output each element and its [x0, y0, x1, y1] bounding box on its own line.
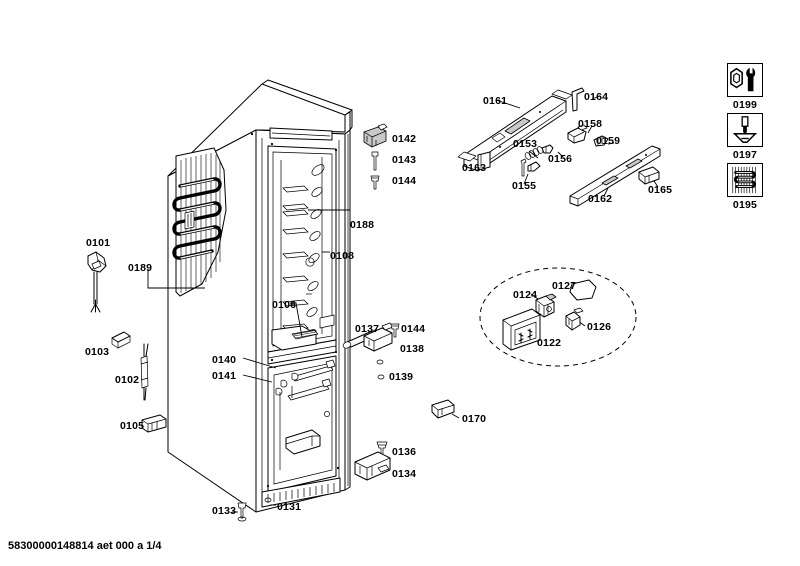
callout-0122: 0122	[537, 336, 562, 349]
part-0102-probe	[140, 343, 149, 401]
callout-0126: 0126	[587, 320, 612, 333]
callout-0165: 0165	[648, 183, 673, 196]
callout-0134: 0134	[392, 467, 417, 480]
callout-0159: 0159	[596, 134, 621, 147]
callout-0162: 0162	[588, 192, 613, 205]
part-0144-screw-lower	[390, 323, 400, 338]
part-0162-long-rail	[569, 145, 661, 207]
part-0143-pin	[371, 151, 379, 171]
callout-0137: 0137	[355, 322, 380, 335]
part-0158-roller-bracket	[567, 124, 588, 144]
callout-0158: 0158	[578, 117, 603, 130]
legend-label-0197: 0197	[732, 148, 758, 161]
callout-0161: 0161	[483, 94, 508, 107]
callout-0101: 0101	[86, 236, 111, 249]
leader-lines	[147, 95, 659, 513]
part-0103-cylinder	[111, 331, 131, 349]
callout-0136: 0136	[392, 445, 417, 458]
part-0101-power-plug	[87, 251, 107, 313]
part-0122-lamp-cover	[502, 308, 541, 351]
part-0165-clip	[638, 166, 660, 185]
evaporator-coil-icon	[727, 163, 763, 197]
part-0131-hole	[264, 497, 272, 503]
callout-0141: 0141	[212, 369, 237, 382]
part-0139-washers	[376, 359, 385, 380]
part-0126-bulb	[565, 307, 584, 331]
callout-0108: 0108	[330, 249, 355, 262]
condenser-coil	[172, 147, 227, 297]
callout-0188: 0188	[350, 218, 375, 231]
callout-0139: 0139	[389, 370, 414, 383]
screwdriver-funnel-icon	[727, 113, 763, 147]
callout-0164: 0164	[584, 90, 609, 103]
callout-0155: 0155	[512, 179, 537, 192]
callout-0127: 0127	[552, 279, 577, 292]
part-0134-hinge-plate	[354, 451, 391, 481]
cabinet-body	[167, 79, 353, 513]
callout-0138: 0138	[400, 342, 425, 355]
drawing-footer-id: 58300000148814 aet 000 a 1/4	[8, 540, 162, 552]
callout-0144-lower: 0144	[401, 322, 426, 335]
lamp-assembly-group	[479, 267, 637, 367]
callout-0105: 0105	[120, 419, 145, 432]
callout-0170: 0170	[462, 412, 487, 425]
part-0138-bracket	[363, 322, 394, 352]
part-0142-hinge	[363, 123, 388, 148]
part-0156-clip	[541, 144, 554, 154]
nut-and-wrench-icon	[727, 63, 763, 97]
part-0155-pin	[520, 158, 541, 177]
callout-0153: 0153	[513, 137, 538, 150]
part-0164-bracket	[571, 87, 585, 112]
callout-0103: 0103	[85, 345, 110, 358]
part-0170-clip	[431, 399, 455, 419]
part-0144-screw-upper	[370, 175, 380, 190]
callout-0189: 0189	[128, 261, 153, 274]
callout-0124: 0124	[513, 288, 538, 301]
part-0105-clip	[141, 414, 167, 433]
part-0124-lamp-holder	[535, 293, 557, 318]
callout-0163: 0163	[462, 161, 487, 174]
callout-0156: 0156	[548, 152, 573, 165]
legend-label-0195: 0195	[732, 198, 758, 211]
callout-0106: 0106	[272, 298, 297, 311]
callout-0140: 0140	[212, 353, 237, 366]
part-0163-plate	[477, 151, 491, 171]
part-0159-roller	[593, 135, 609, 147]
freezer-interior-details	[275, 359, 336, 470]
part-0133-foot	[237, 502, 247, 522]
callout-0133: 0133	[212, 504, 237, 517]
callout-0144-upper: 0144	[392, 174, 417, 187]
legend-label-0199: 0199	[732, 98, 758, 111]
callout-0102: 0102	[115, 373, 140, 386]
callout-0131: 0131	[277, 500, 302, 513]
fridge-interior-details	[271, 164, 335, 351]
callout-0142: 0142	[392, 132, 417, 145]
part-0127-seal	[569, 279, 597, 301]
callout-0143: 0143	[392, 153, 417, 166]
